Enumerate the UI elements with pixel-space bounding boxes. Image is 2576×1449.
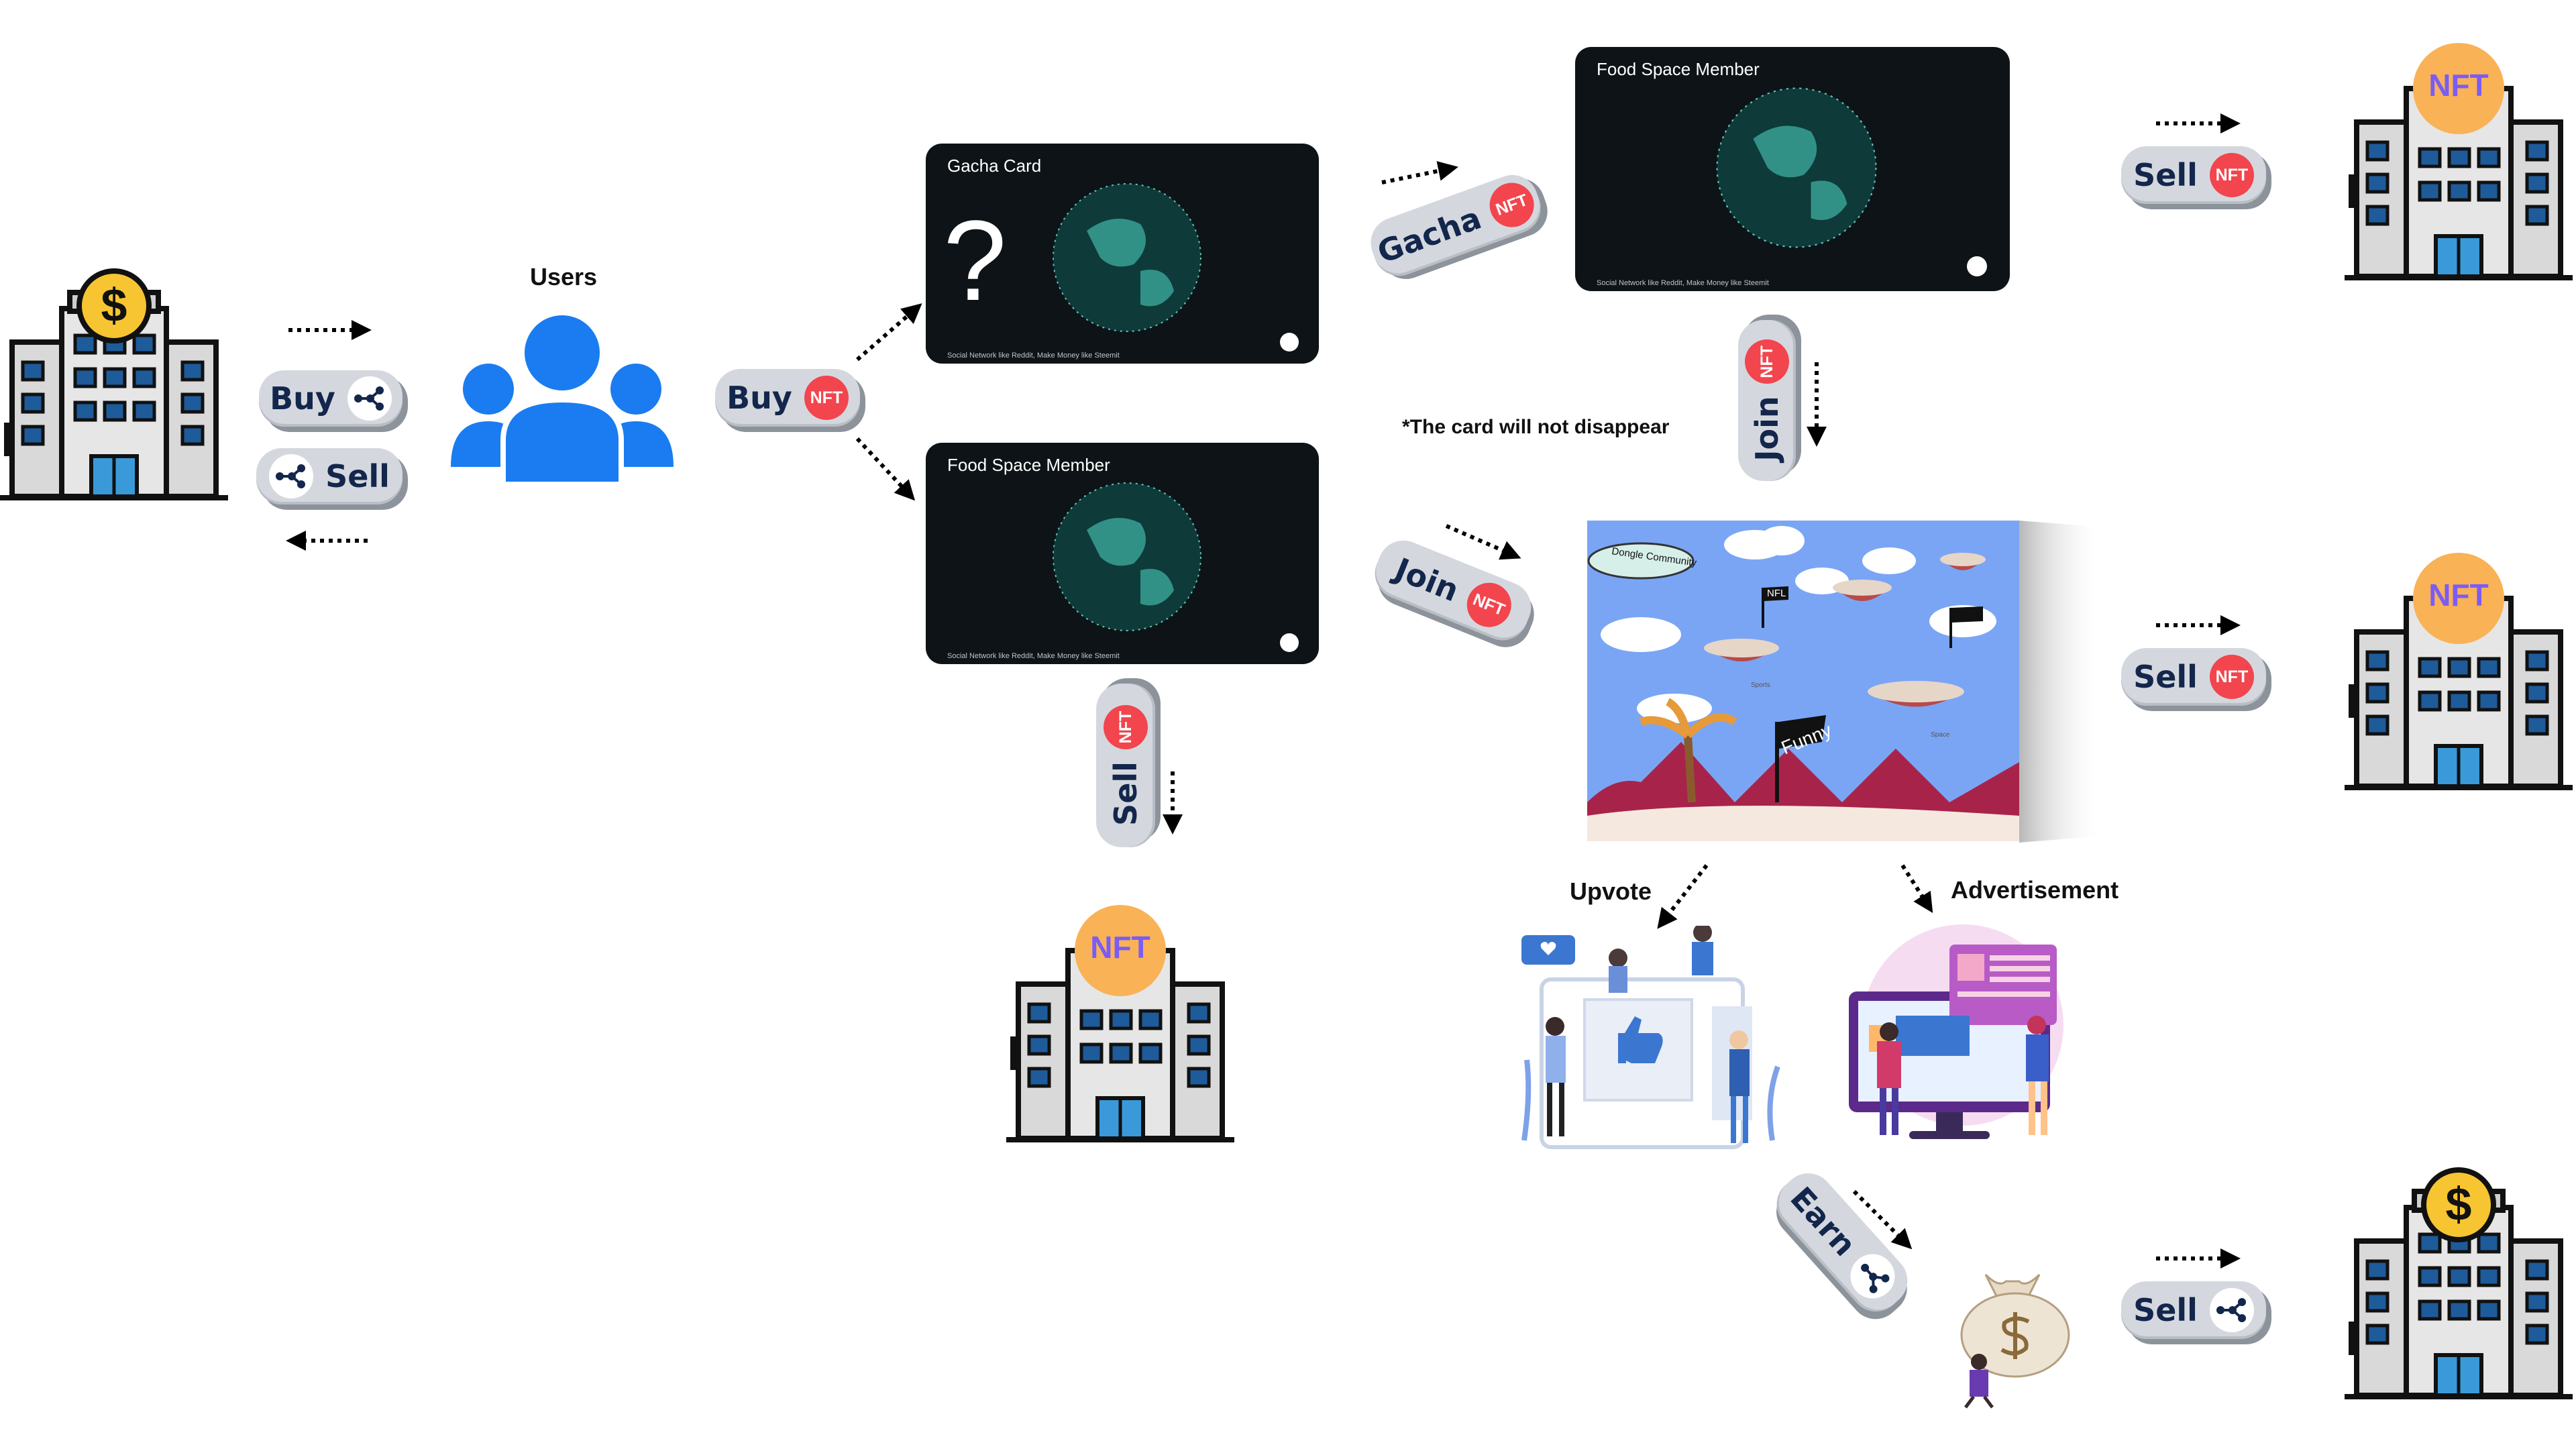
globe-icon [1053,183,1201,332]
token-mark-icon [1280,633,1299,652]
nft-building-top [2345,43,2573,280]
company-building-right [2345,1167,2573,1399]
company-building-left [0,268,228,500]
token-icon [347,376,392,421]
question-mark-icon: ? [943,197,1007,325]
nft-badge-icon: NFT [1483,176,1540,233]
arrow-to-gacha [856,303,922,362]
buy-nft-label: Buy [727,380,792,416]
sell-token-final-label: Sell [2133,1292,2198,1328]
token-mark-icon [1967,256,1987,276]
nft-building-label-top: NFT [2428,68,2489,103]
buy-nft-button[interactable]: Buy NFT [715,369,860,427]
users-label: Users [530,263,598,290]
food-space-member-card-left[interactable]: Food Space Member Social Network like Re… [926,443,1319,664]
sell-nft-label-2: Sell [2133,659,2198,695]
nft-building-bottom [1006,905,1234,1142]
nft-building-label-bottom: NFT [1090,930,1150,965]
nft-badge-icon: NFT [2209,153,2254,197]
flag-nfl-label: NFL [1767,588,1786,599]
dollar-coin-symbol: $ [101,279,127,331]
community-illustration [1587,521,2104,843]
arrow-join-mid [1445,524,1521,560]
card-note: *The card will not disappear [1402,416,1670,438]
sell-nft-button-1[interactable]: Sell NFT [2121,146,2266,204]
buy-token-button[interactable]: Buy [259,370,402,427]
token-icon [2209,1288,2254,1332]
advertisement-illustration [1849,924,2063,1139]
arrow-to-member [855,437,916,501]
island-space-label: Space [1931,731,1950,739]
card-title: Food Space Member [1597,59,1760,79]
earn-token-button[interactable]: Earn [1766,1163,1918,1322]
arrow-earn [1852,1189,1913,1250]
gacha-card[interactable]: ? Gacha Card Social Network like Reddit,… [926,144,1319,364]
nft-building-mid [2345,553,2573,790]
sell-card-nft-button[interactable]: Sell NFT [1096,684,1155,847]
buy-token-label: Buy [270,380,335,417]
join-label-mid: Join [1389,551,1464,609]
join-nft-button-top[interactable]: Join NFT [1738,320,1796,481]
card-title: Gacha Card [947,156,1042,176]
sell-nft-label-1: Sell [2133,157,2198,193]
dollar-coin-symbol-right: $ [2445,1178,2472,1230]
users-icon [451,310,674,487]
join-label-top: Join [1749,396,1785,462]
sell-card-label: Sell [1108,761,1144,826]
upvote-illustration [1521,926,1780,1149]
arrow-upvote [1657,864,1709,929]
nft-badge-icon: NFT [1104,705,1148,750]
card-title: Food Space Member [947,455,1110,475]
flag-memes-label: Memes [1953,623,1980,632]
token-icon [1841,1244,1904,1308]
food-space-member-card-top[interactable]: Food Space Member Social Network like Re… [1575,47,2010,291]
nft-badge-icon: NFT [2209,655,2254,699]
globe-icon [1053,482,1201,631]
card-subtitle: Social Network like Reddit, Make Money l… [1597,279,1769,287]
advertisement-label: Advertisement [1951,876,2119,904]
arrow-gacha-to-top [1381,161,1458,184]
sell-token-button-final[interactable]: Sell [2121,1281,2266,1339]
globe-icon [1716,87,1877,248]
island-sports-label: Sports [1751,682,1770,689]
sell-nft-button-2[interactable]: Sell NFT [2121,648,2266,706]
card-subtitle: Social Network like Reddit, Make Money l… [947,652,1120,660]
nft-badge-icon: NFT [1460,576,1518,634]
upvote-label: Upvote [1570,877,1652,905]
money-bag-icon [1960,1273,2070,1409]
nft-badge-icon: NFT [1745,339,1789,384]
token-mark-icon [1280,333,1299,352]
nft-building-label-mid: NFT [2428,578,2489,612]
arrow-ads [1900,864,1933,914]
card-subtitle: Social Network like Reddit, Make Money l… [947,352,1120,360]
token-icon [269,454,314,498]
sell-token-label: Sell [325,458,390,494]
sell-token-button[interactable]: Sell [256,448,402,504]
nft-badge-icon: NFT [804,376,849,420]
